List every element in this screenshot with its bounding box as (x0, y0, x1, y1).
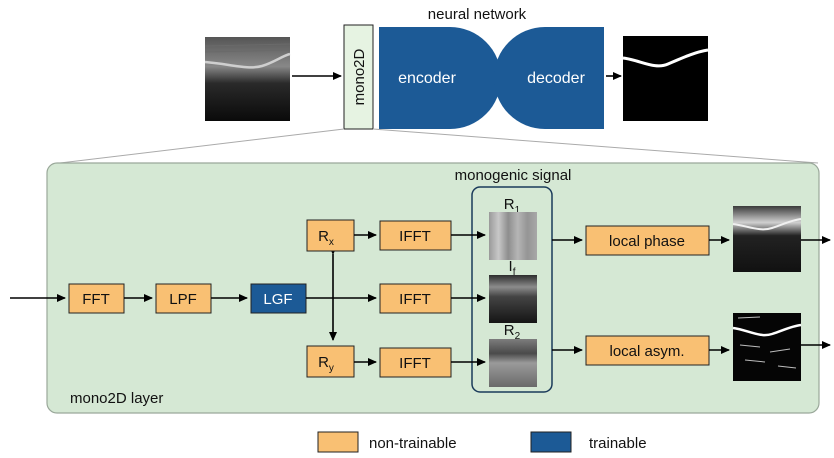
mono2d-layer-box (343, 24, 374, 130)
lgf-block (250, 283, 307, 314)
local-phase-image (732, 206, 802, 272)
r2-label: R2 (504, 322, 521, 342)
r2-image (489, 339, 537, 387)
rx-main: R (318, 228, 329, 245)
decoder-label: decoder (527, 70, 585, 87)
local-asym-image (732, 313, 802, 381)
local-asym-block (585, 335, 710, 366)
r1-main: R (504, 196, 515, 213)
lgf-label: LGF (263, 291, 292, 308)
rx-sub: x (329, 237, 334, 248)
fft-block (68, 283, 125, 314)
legend-trainable-swatch (530, 431, 572, 453)
if-label: If (509, 258, 516, 278)
lpf-label: LPF (169, 291, 197, 308)
ifft-mid-block (379, 283, 452, 314)
output-segmentation-mask (622, 36, 709, 121)
r1-image (489, 212, 537, 260)
mono2d-label: mono2D (351, 48, 368, 105)
ry-block (306, 345, 355, 378)
monogenic-signal-title: monogenic signal (455, 167, 572, 184)
monogenic-signal-group (471, 186, 553, 393)
zoom-line-left (59, 128, 345, 164)
encoder-block (379, 27, 501, 129)
if-image (489, 275, 537, 323)
if-sub: f (513, 267, 516, 278)
legend-non-trainable-label: non-trainable (369, 435, 457, 452)
ifft-mid-label: IFFT (399, 291, 431, 308)
legend-non-trainable-swatch (317, 431, 359, 453)
r1-label: R1 (504, 196, 521, 216)
lpf-block (155, 283, 212, 314)
r2-sub: 2 (515, 331, 521, 342)
neural-network-title: neural network (428, 6, 527, 23)
ry-sub: y (329, 363, 334, 374)
r2-main: R (504, 322, 515, 339)
r1-sub: 1 (515, 205, 521, 216)
mono2d-layer-name: mono2D layer (70, 390, 163, 407)
decoder-block (494, 27, 604, 129)
input-ultrasound-image (204, 37, 291, 121)
rx-label: Rx (318, 228, 334, 248)
local-phase-block (585, 225, 710, 256)
rx-block (306, 219, 355, 252)
ifft-top-label: IFFT (399, 228, 431, 245)
ry-label: Ry (318, 354, 334, 374)
if-main: I (509, 258, 513, 275)
legend-trainable-label: trainable (589, 435, 647, 452)
ifft-bot-label: IFFT (399, 355, 431, 372)
local-phase-label: local phase (609, 233, 685, 250)
encoder-label: encoder (398, 70, 456, 87)
zoom-line-right (372, 128, 819, 164)
local-asym-label: local asym. (609, 343, 684, 360)
fft-label: FFT (82, 291, 110, 308)
ry-main: R (318, 354, 329, 371)
